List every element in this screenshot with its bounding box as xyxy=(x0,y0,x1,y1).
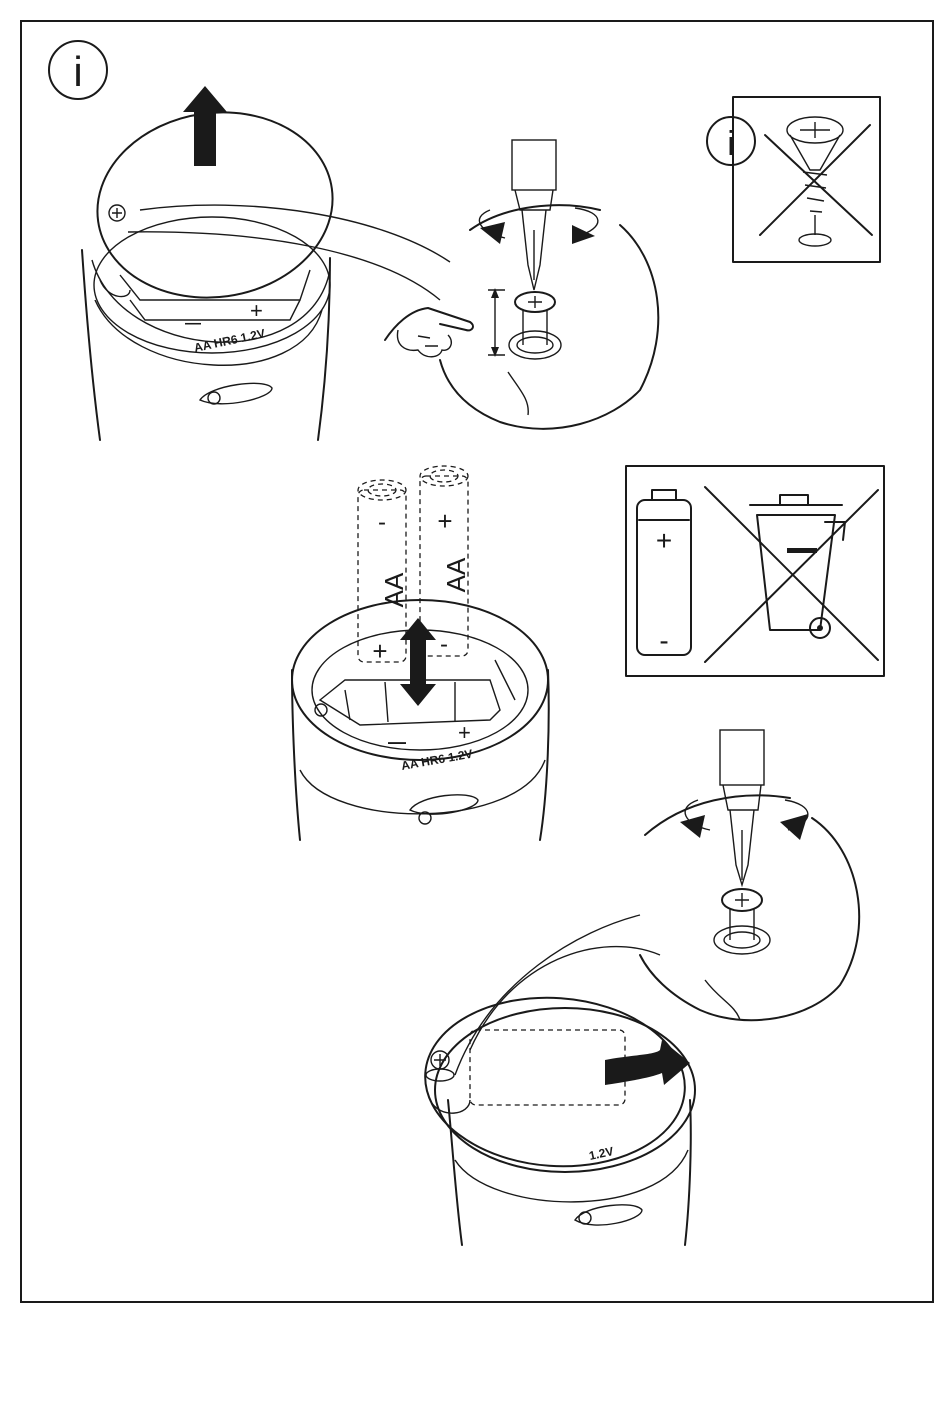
battery-icon: + - xyxy=(637,490,691,656)
zoom-screw-in xyxy=(640,730,859,1020)
info-symbol: i xyxy=(73,48,82,95)
svg-text:-: - xyxy=(440,631,448,658)
svg-text:AA HR6 1.2V: AA HR6 1.2V xyxy=(193,326,267,355)
step-3-close-lid: 1.2V xyxy=(419,989,695,1245)
svg-text:AA: AA xyxy=(441,557,471,592)
info-symbol-small: i xyxy=(727,125,735,163)
step-1-open-lid: — + AA HR6 1.2V xyxy=(82,86,345,440)
svg-text:+: + xyxy=(437,506,452,536)
svg-text:+: + xyxy=(458,720,471,745)
screwdriver-icon xyxy=(512,140,556,290)
battery-right: + AA - xyxy=(420,466,471,658)
svg-text:-: - xyxy=(659,625,668,656)
arrow-right-icon xyxy=(605,1040,690,1085)
step-2-insert-batteries: — + AA HR6 1.2V - AA + + AA - xyxy=(292,466,549,840)
zoom-unscrew xyxy=(385,140,658,429)
svg-text:+: + xyxy=(250,298,263,323)
arrow-up-icon xyxy=(183,86,227,166)
svg-text:AA HR6 1.2V: AA HR6 1.2V xyxy=(400,747,474,773)
screwdriver-icon xyxy=(720,730,764,885)
crossed-wheelie-bin-icon: + - xyxy=(626,466,884,676)
hand-pointer-icon xyxy=(385,308,473,357)
svg-text:+: + xyxy=(372,636,387,666)
svg-text:-: - xyxy=(378,509,386,536)
svg-text:—: — xyxy=(388,732,406,752)
svg-text:+: + xyxy=(656,525,672,556)
svg-text:AA: AA xyxy=(379,572,409,607)
svg-text:—: — xyxy=(185,315,201,332)
crossed-screw-icon: i xyxy=(707,97,880,262)
info-icon: i xyxy=(49,41,107,99)
